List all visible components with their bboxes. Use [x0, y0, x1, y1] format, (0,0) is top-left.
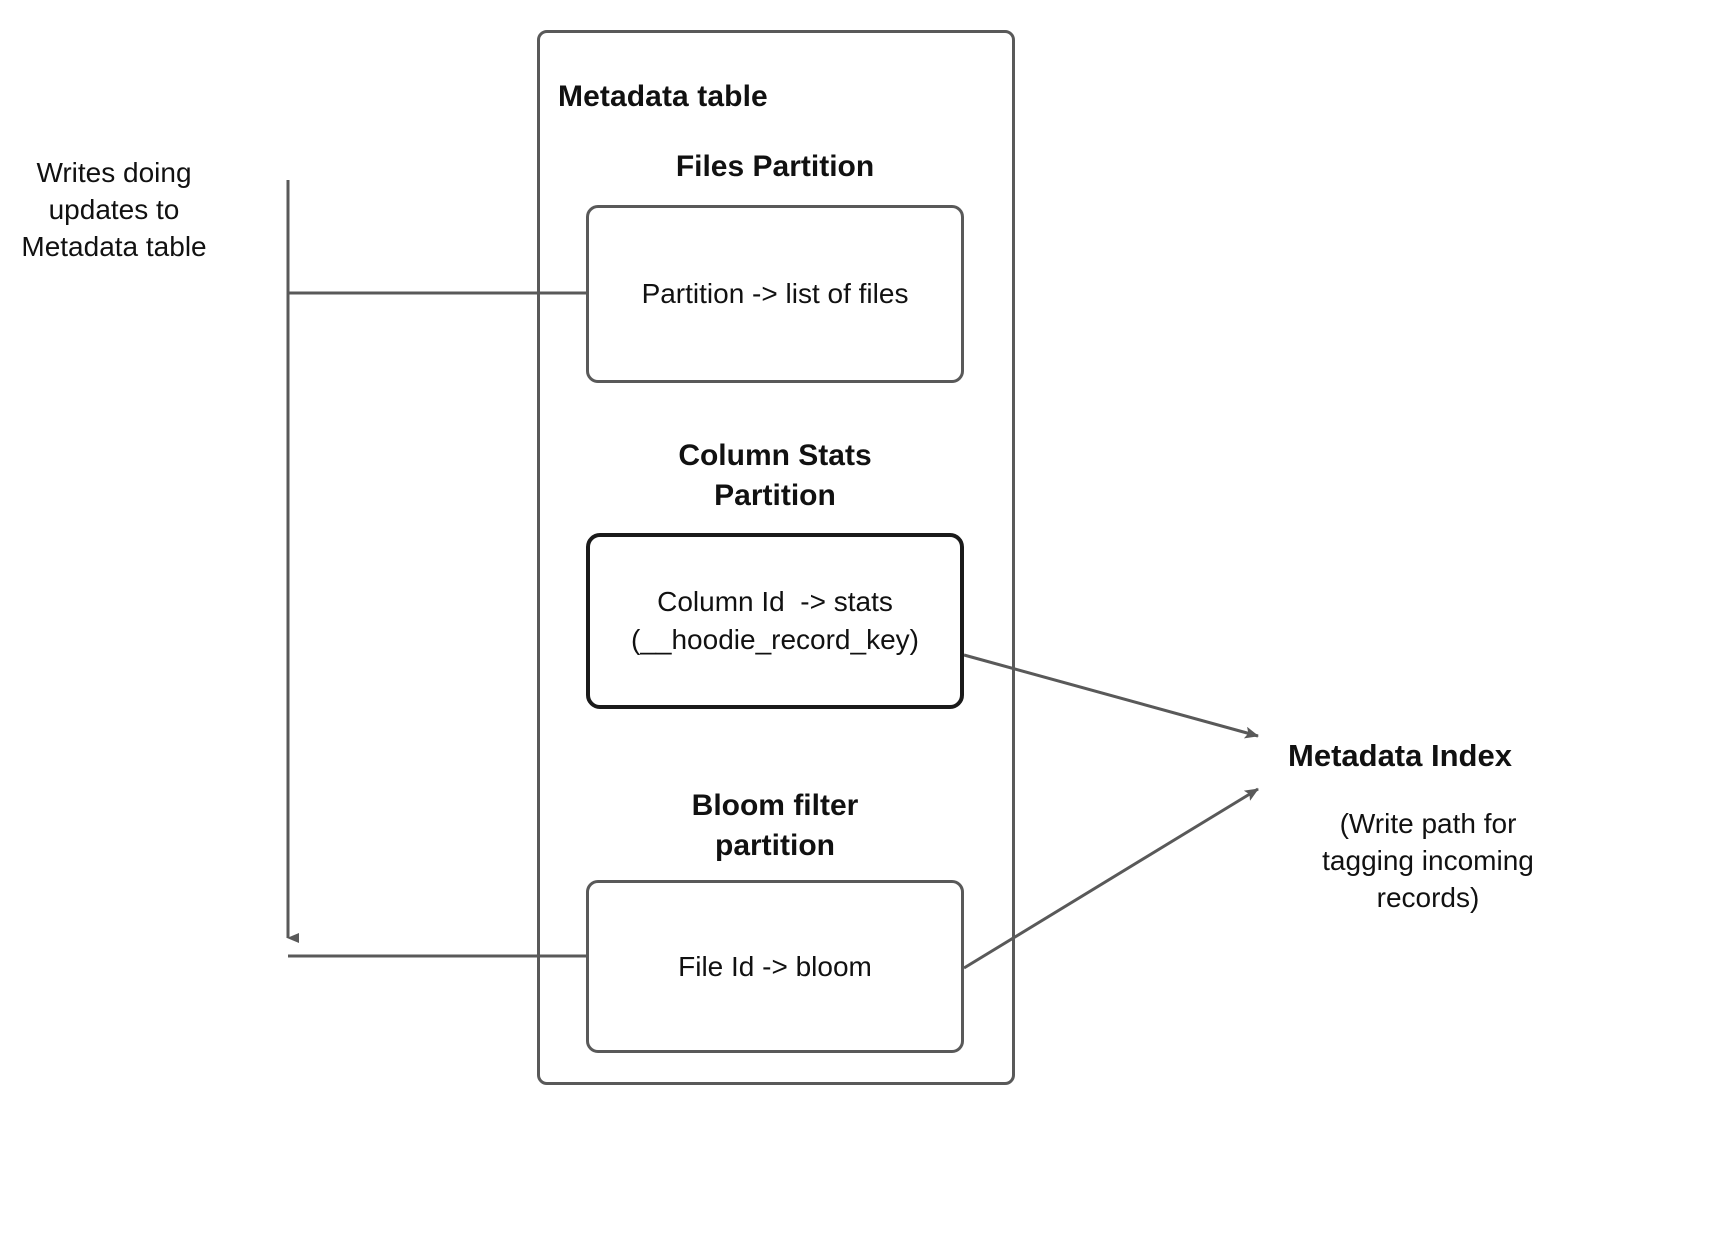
- write-path-annotation: Writes doing updates to Metadata table: [14, 155, 214, 266]
- files-partition-box: Partition -> list of files: [586, 205, 964, 383]
- files-partition-box-text: Partition -> list of files: [628, 275, 923, 313]
- metadata-table-container: [537, 30, 1015, 1085]
- metadata-index-caption-line-3: records): [1376, 882, 1480, 914]
- column-stats-partition-heading: Column Stats Partition: [555, 436, 995, 515]
- write-annotation-line-2: updates to: [48, 193, 180, 225]
- bloom-filter-partition-box: File Id -> bloom: [586, 880, 964, 1053]
- column-stats-heading-line-2: Partition: [714, 478, 836, 512]
- write-annotation-line-1: Writes doing: [36, 157, 192, 188]
- files-partition-heading-line-1: Files Partition: [675, 150, 875, 183]
- metadata-index-caption-line-2: tagging incoming: [1322, 845, 1534, 877]
- files-partition-heading: Files Partition: [555, 147, 995, 187]
- column-stats-box-line-1: Column Id -> stats: [657, 586, 893, 618]
- files-partition-box-line-1: Partition -> list of files: [641, 278, 909, 310]
- metadata-index-caption: (Write path for tagging incoming records…: [1288, 805, 1568, 917]
- column-stats-heading-line-1: Column Stats: [678, 439, 872, 472]
- bloom-filter-partition-heading: Bloom filter partition: [555, 786, 995, 865]
- metadata-index-title: Metadata Index: [1288, 738, 1512, 773]
- bloom-filter-box-line-1: File Id -> bloom: [678, 950, 872, 982]
- column-stats-box-text: Column Id -> stats (__hoodie_record_key): [617, 583, 933, 659]
- column-stats-box-line-2: (__hoodie_record_key): [631, 624, 919, 655]
- column-stats-partition-box: Column Id -> stats (__hoodie_record_key): [586, 533, 964, 709]
- bloom-filter-heading-line-2: partition: [715, 828, 835, 862]
- bloom-filter-heading-line-1: Bloom filter: [691, 789, 859, 822]
- bloom-filter-box-text: File Id -> bloom: [664, 948, 886, 986]
- write-annotation-line-3: Metadata table: [21, 230, 207, 262]
- metadata-table-title: Metadata table: [558, 80, 768, 113]
- metadata-index-caption-line-1: (Write path for: [1339, 808, 1517, 839]
